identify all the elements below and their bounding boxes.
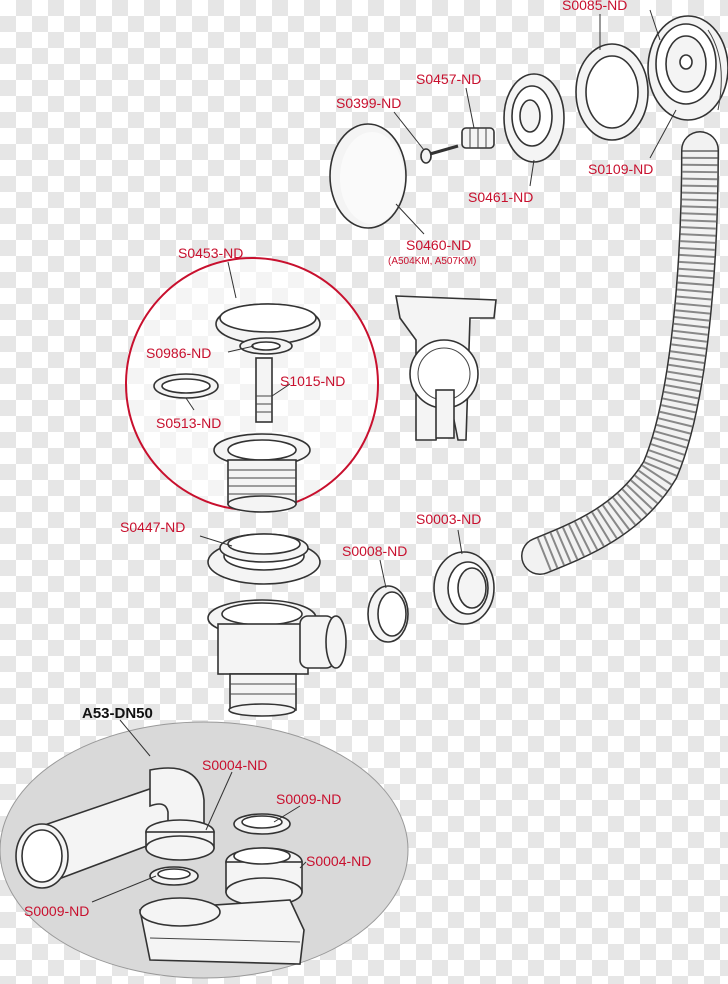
siphon-kit-group <box>0 721 409 979</box>
label-s0009-upper: S0009-ND <box>276 791 341 807</box>
label-s0461: S0461-ND <box>468 189 533 205</box>
plug-assembly-circle <box>125 257 379 513</box>
label-s0460: S0460-ND <box>406 237 471 253</box>
label-s0008: S0008-ND <box>342 543 407 559</box>
ring-gasket-part <box>575 43 649 141</box>
label-s0447: S0447-ND <box>120 519 185 535</box>
leader-lines <box>91 9 677 903</box>
label-s0009-lower: S0009-ND <box>24 903 89 919</box>
screw-part <box>420 144 459 164</box>
corrugated-hose-part <box>521 131 719 575</box>
mounting-tool-part <box>395 295 497 441</box>
union-nut-part <box>433 551 495 625</box>
compression-ring-part <box>367 585 409 643</box>
label-s0986: S0986-ND <box>146 345 211 361</box>
drain-body-part <box>207 599 347 717</box>
flange-gasket-part <box>207 533 321 585</box>
label-s0453: S0453-ND <box>178 245 243 261</box>
label-s0003: S0003-ND <box>416 511 481 527</box>
label-s0460-models: (A504KM, A507KM) <box>388 256 476 267</box>
label-s0457: S0457-ND <box>416 71 481 87</box>
overflow-body-part <box>503 73 565 163</box>
label-s0085: S0085-ND <box>562 0 627 13</box>
label-s0004-upper: S0004-ND <box>202 757 267 773</box>
label-s0109: S0109-ND <box>588 161 653 177</box>
label-s0004-lower: S0004-ND <box>306 853 371 869</box>
overflow-head-part <box>647 15 728 121</box>
threaded-nipple-part <box>461 127 495 149</box>
kit-title: A53-DN50 <box>82 705 153 722</box>
overflow-cover-part <box>329 123 407 229</box>
label-s0399: S0399-ND <box>336 95 401 111</box>
label-s0513: S0513-ND <box>156 415 221 431</box>
label-s1015: S1015-ND <box>280 373 345 389</box>
